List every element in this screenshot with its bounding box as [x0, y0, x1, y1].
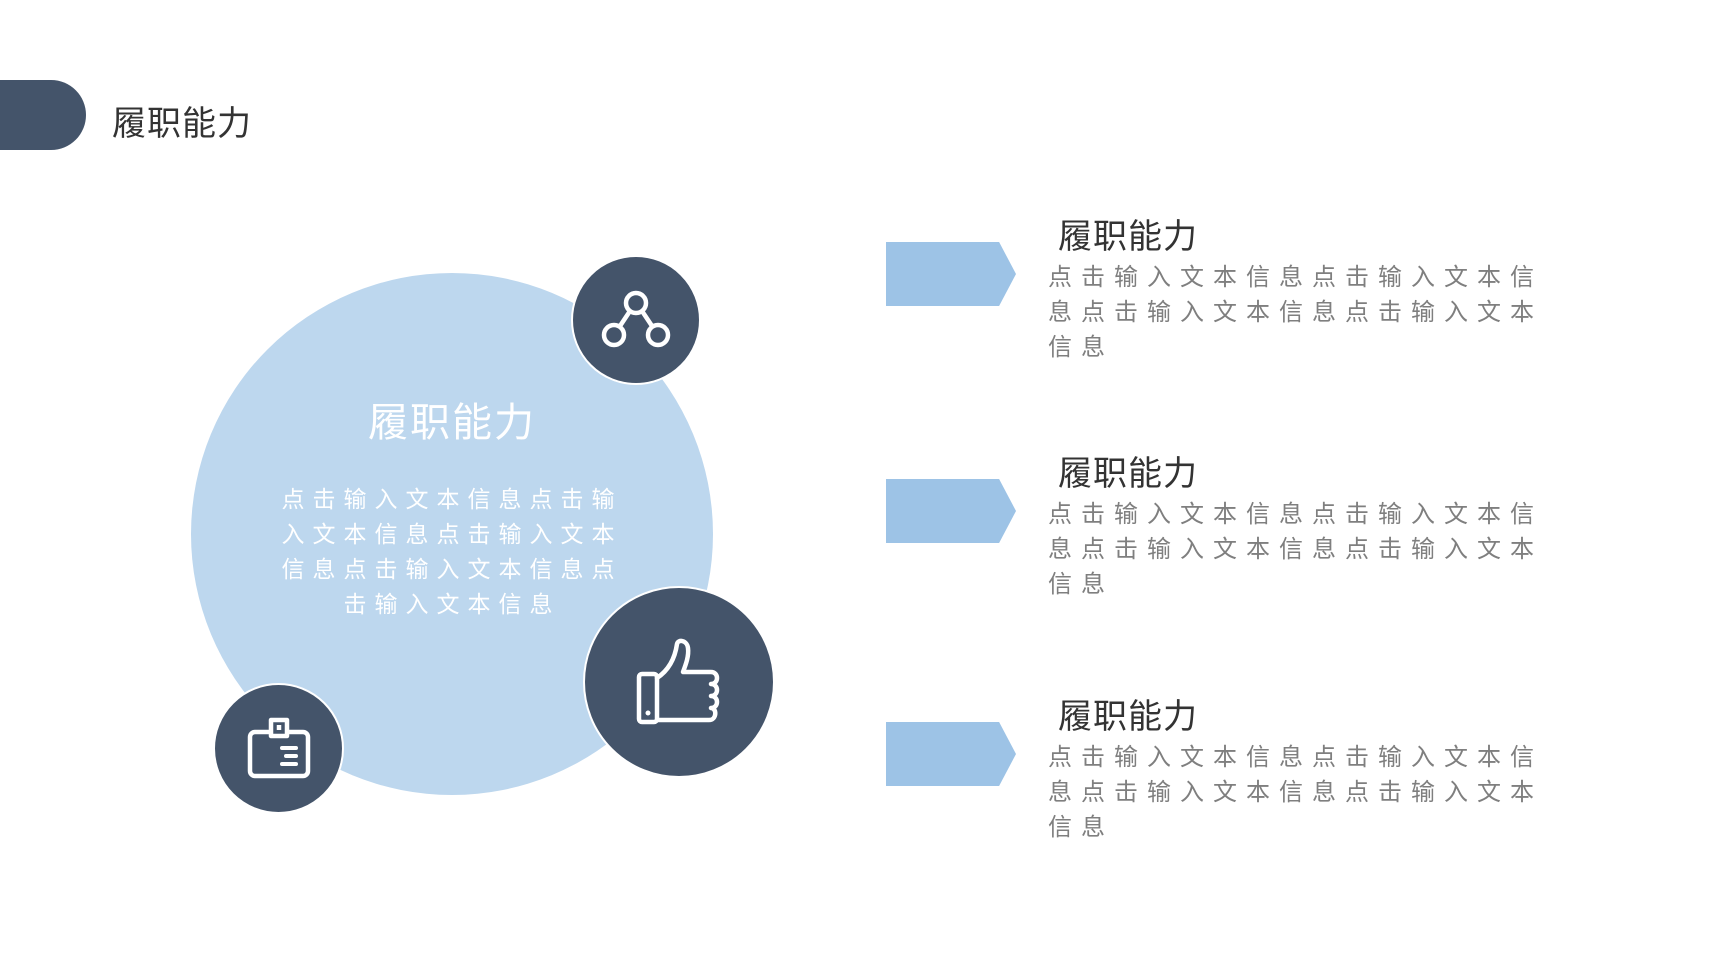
item-body: 点击输入文本信息点击输入文本信息点击输入文本信息点击输入文本信息	[1048, 500, 1543, 598]
center-title: 履职能力	[368, 400, 536, 446]
item-body: 点击输入文本信息点击输入文本信息点击输入文本信息点击输入文本信息	[1048, 263, 1543, 361]
info-item: 履职能力 点击输入文本信息点击输入文本信息点击输入文本信息点击输入文本信息	[886, 442, 1586, 598]
item-title: 履职能力	[1058, 217, 1198, 257]
arrow-marker	[886, 479, 1016, 543]
arrow-marker	[886, 242, 1016, 306]
share-nodes-icon	[601, 290, 671, 348]
thumbs-up-icon-circle	[583, 586, 775, 778]
item-title: 履职能力	[1058, 697, 1198, 737]
share-icon-circle	[571, 255, 701, 385]
item-body: 点击输入文本信息点击输入文本信息点击输入文本信息点击输入文本信息	[1048, 743, 1543, 841]
info-item: 履职能力 点击输入文本信息点击输入文本信息点击输入文本信息点击输入文本信息	[886, 205, 1586, 361]
center-body: 点击输入文本信息点击输入文本信息点击输入文本信息点击输入文本信息点击输入文本信息	[281, 487, 623, 618]
arrow-marker	[886, 722, 1016, 786]
title-tab-decoration	[0, 80, 86, 150]
info-item: 履职能力 点击输入文本信息点击输入文本信息点击输入文本信息点击输入文本信息	[886, 685, 1586, 841]
thumbs-up-icon	[636, 638, 720, 725]
id-badge-icon-circle	[213, 683, 344, 814]
page-title: 履职能力	[112, 104, 252, 144]
id-badge-icon	[247, 717, 310, 778]
item-title: 履职能力	[1058, 454, 1198, 494]
